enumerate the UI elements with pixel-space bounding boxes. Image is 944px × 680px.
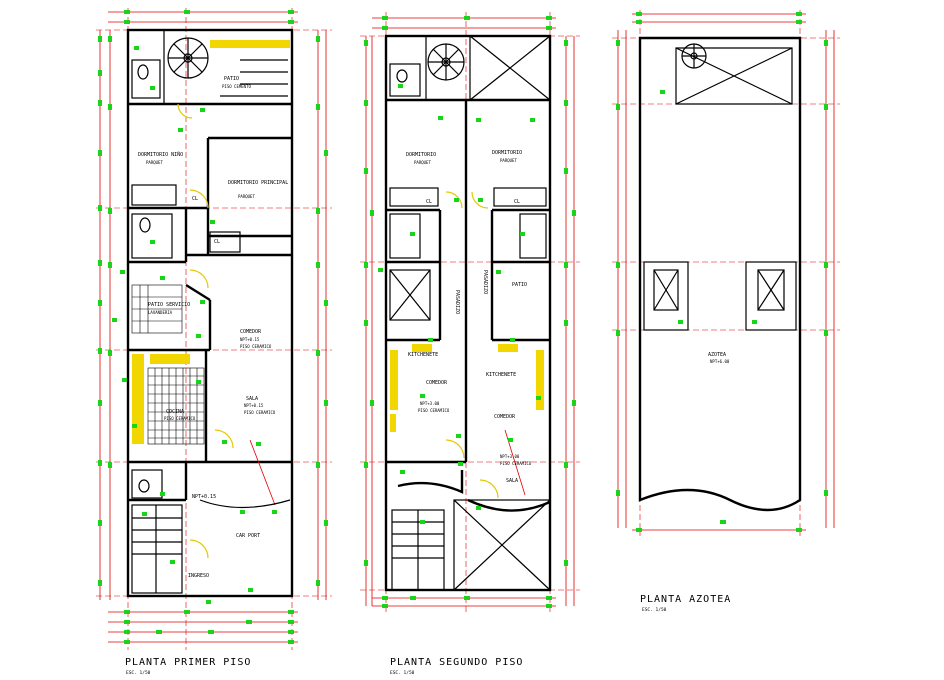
plan1-patio-bars [220, 59, 288, 97]
label-sala: SALA [246, 396, 258, 402]
plan2-stairs [391, 509, 445, 591]
plan2-patios-x [389, 269, 551, 591]
plan1-title: PLANTA PRIMER PISO [125, 657, 251, 668]
label-patio-servicio: PATIO SERVICIO [148, 302, 190, 308]
label-dorm-left: DORMITORIO [406, 152, 436, 158]
plan1-closet-2 [209, 231, 241, 253]
label-dorm-right-floor: PARQUET [500, 158, 517, 163]
label-dorm-left-floor: PARQUET [414, 160, 431, 165]
plan2-doors [445, 191, 499, 499]
plan3-walls [638, 36, 802, 512]
plan1-closet [131, 184, 177, 206]
label-level-right: NPT+3.00 [500, 454, 520, 459]
plan1-doors [177, 103, 234, 559]
plan2-labels: DORMITORIO PARQUET DORMITORIO PARQUET PA… [406, 150, 532, 484]
label-kitchenette-right: KITCHENETE [486, 372, 516, 378]
label-cl-left: CL [426, 199, 432, 205]
label-bath-level: NPT+0.15 [192, 494, 216, 500]
label-cl-right: CL [514, 199, 520, 205]
green-axis-markers [98, 10, 828, 644]
plan1-bathrooms [131, 59, 173, 499]
label-dorm-nino-floor: PARQUET [146, 160, 163, 165]
label-level-left: NPT+3.00 [420, 401, 440, 406]
plan3-spiral-stair [681, 43, 707, 69]
label-cocina: COCINA [166, 409, 184, 415]
label-kitchenette-left: KITCHENETE [408, 352, 438, 358]
plan2-closets [389, 187, 547, 207]
label-patio-floor: PISO CEMENTO [222, 84, 251, 89]
plan-segundo-piso: DORMITORIO PARQUET DORMITORIO PARQUET PA… [360, 12, 580, 676]
label-comedor-left: COMEDOR [426, 380, 448, 386]
label-sala: SALA [506, 478, 518, 484]
label-pasadizo-right: PASADIZO [482, 270, 488, 294]
plan2-curved-balcony [397, 429, 551, 512]
plan-primer-piso: PATIO PISO CEMENTO DORMITORIO NIÑO PARQU… [96, 8, 332, 676]
plan2-scale: ESC. 1/50 [390, 670, 415, 676]
label-azotea: AZOTEA [708, 352, 726, 358]
label-cl-2: CL [214, 239, 220, 245]
label-azotea-level: NPT+6.00 [710, 359, 730, 364]
plan2-title: PLANTA SEGUNDO PISO [390, 657, 523, 668]
plan1-walls [126, 28, 294, 598]
plan2-kitchens [390, 344, 544, 432]
plan1-labels: PATIO PISO CEMENTO DORMITORIO NIÑO PARQU… [138, 76, 288, 579]
label-comedor: COMEDOR [240, 329, 262, 335]
label-dorm-principal-floor: PARQUET [238, 194, 255, 199]
label-dorm-nino: DORMITORIO NIÑO [138, 151, 183, 158]
label-ingreso: INGRESO [188, 573, 209, 579]
label-patio: PATIO [224, 76, 239, 82]
label-sala-level: NPT+0.15 [244, 403, 264, 408]
plan1-scale: ESC. 1/50 [126, 670, 151, 676]
plan1-kitchen-tiles [132, 354, 205, 445]
label-dorm-right: DORMITORIO [492, 150, 522, 156]
label-dorm-principal: DORMITORIO PRINCIPAL [228, 180, 288, 186]
label-sala-floor: PISO CERAMICO [244, 410, 276, 415]
plan2-spiral-stair [427, 43, 465, 81]
label-patio-right: PATIO [512, 282, 527, 288]
label-cl-1: CL [192, 196, 198, 202]
label-comedor-floor: PISO CERAMICO [240, 344, 272, 349]
plan1-carport-lines [199, 439, 291, 509]
plan3-scale: ESC. 1/50 [642, 607, 667, 613]
label-comedor-right: COMEDOR [494, 414, 516, 420]
label-pasadizo-left: PASADIZO [454, 290, 460, 314]
plan-azotea: AZOTEA NPT+6.00 PLANTA AZOTEA ESC. 1/50 [612, 10, 840, 613]
label-floor-left: PISO CERAMICO [418, 408, 450, 413]
plan3-dimension-lines [612, 10, 840, 536]
label-floor-right: PISO CERAMICO [500, 461, 532, 466]
plan1-patio-servicio-tiles [131, 284, 183, 334]
plan2-walls [384, 34, 552, 592]
plan1-spiral-stair [167, 37, 209, 79]
label-comedor-level: NPT+0.15 [240, 337, 260, 342]
plan3-title: PLANTA AZOTEA [640, 594, 731, 605]
label-lavanderia: LAVANDERIA [148, 310, 173, 315]
plan1-straight-stair [131, 504, 183, 594]
plan1-patio-yellow-band [210, 40, 290, 48]
label-cocina-floor: PISO CERAMICO [164, 416, 196, 421]
label-car-port: CAR PORT [236, 533, 260, 539]
